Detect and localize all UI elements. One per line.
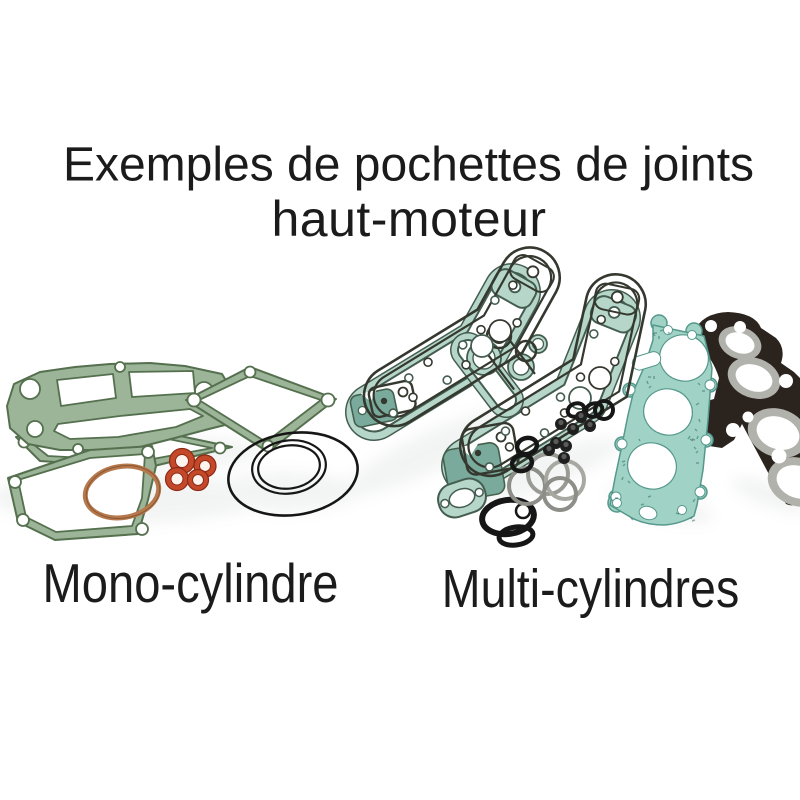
svg-text:Multi-cylindres: Multi-cylindres xyxy=(442,558,739,619)
svg-text:Exemples de pochettes de joint: Exemples de pochettes de joints xyxy=(63,139,754,192)
svg-text:Mono-cylindre: Mono-cylindre xyxy=(43,552,339,613)
svg-text:haut-moteur: haut-moteur xyxy=(271,191,546,247)
